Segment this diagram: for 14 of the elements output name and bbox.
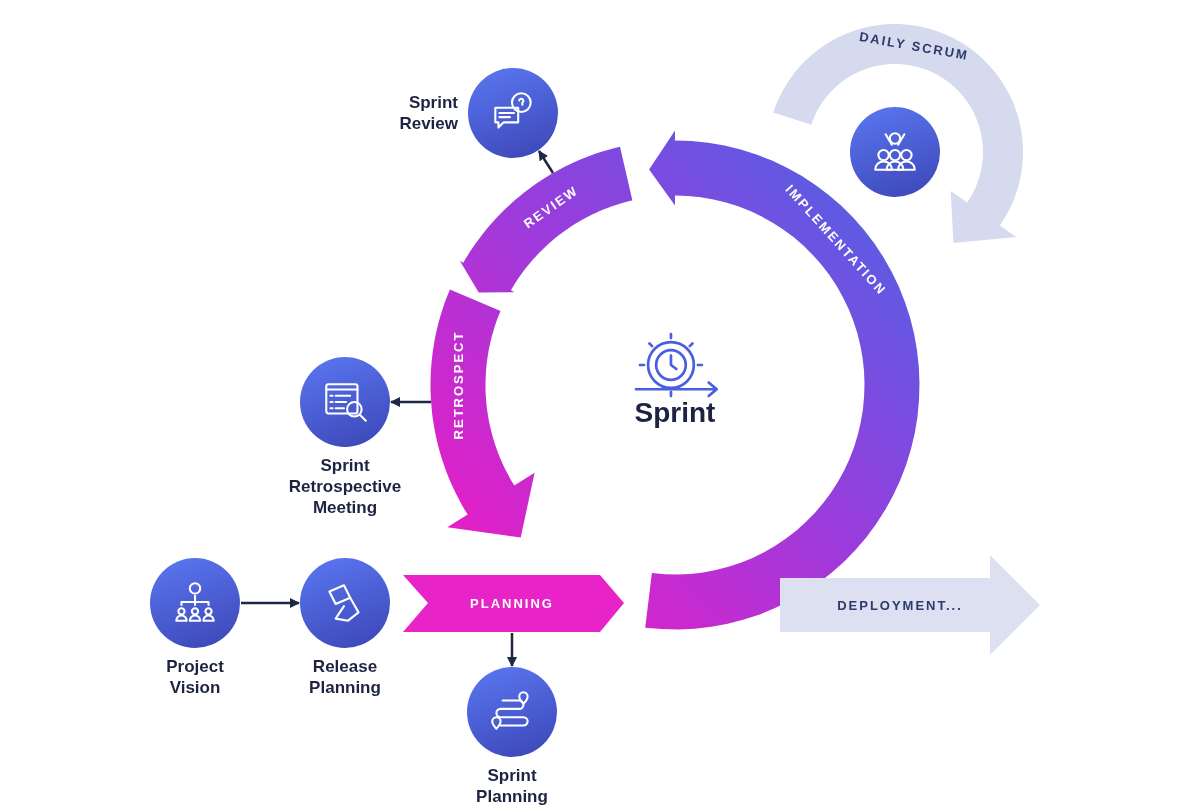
node-label: Sprint [633,398,717,428]
arrow [390,397,431,407]
node-label: Sprint Retrospective Meeting [287,455,403,518]
band-label: DEPLOYMENT... [837,597,963,613]
node-label: Release Planning [308,656,382,698]
band-label: PLANNING [470,595,554,611]
node-label: Project Vision [165,656,225,698]
arrow [537,150,555,174]
arrow [241,598,300,608]
band-label: RETROSPECT [450,330,466,440]
node-label: Sprint Review [398,92,458,134]
band-label: DAILY SCRUM [857,28,970,63]
arrow [507,633,517,667]
node-label: Sprint Planning [475,765,549,807]
